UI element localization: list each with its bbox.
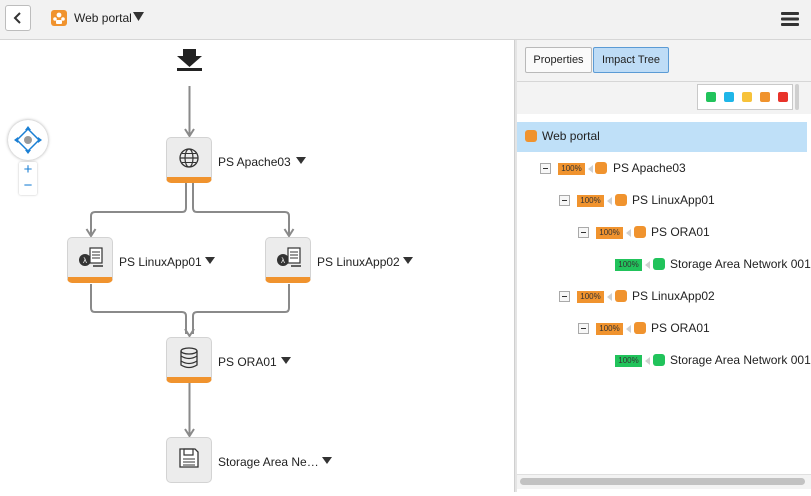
collapse-toggle[interactable] bbox=[578, 227, 589, 238]
panel-tabs: Properties Impact Tree bbox=[517, 40, 811, 82]
collapse-toggle[interactable] bbox=[559, 291, 570, 302]
tree-root-label: Web portal bbox=[542, 129, 600, 143]
zoom-out-button[interactable]: − bbox=[23, 177, 33, 194]
status-green-icon bbox=[653, 258, 665, 270]
tab-impact-tree[interactable]: Impact Tree bbox=[593, 47, 669, 73]
tree-row-label: Storage Area Network 001 bbox=[670, 257, 811, 271]
tree-row-label: PS ORA01 bbox=[651, 225, 710, 239]
status-orange-icon bbox=[615, 194, 627, 206]
node-menu-caret-icon[interactable] bbox=[322, 457, 332, 464]
tree-row[interactable]: 100% PS LinuxApp01 bbox=[517, 186, 811, 216]
tree-root-row[interactable]: Web portal bbox=[517, 122, 807, 152]
pan-arrows-icon[interactable] bbox=[8, 120, 48, 160]
node-ps-linuxapp01[interactable]: λ bbox=[67, 237, 113, 283]
service-title[interactable]: Web portal bbox=[74, 11, 132, 25]
status-orange-icon bbox=[595, 162, 607, 174]
tab-properties[interactable]: Properties bbox=[525, 47, 592, 73]
node-menu-caret-icon[interactable] bbox=[403, 257, 413, 264]
tree-row-label: Storage Area Network 001 bbox=[670, 353, 811, 367]
tree-row[interactable]: 100% PS ORA01 bbox=[517, 218, 811, 248]
impact-arrow-icon bbox=[645, 261, 650, 269]
impact-percent-badge: 100% bbox=[615, 355, 642, 367]
impact-percent-badge: 100% bbox=[615, 259, 642, 271]
details-panel: Properties Impact Tree Web portal 100% P… bbox=[517, 40, 811, 492]
scrollbar-thumb[interactable] bbox=[520, 478, 805, 485]
tree-row[interactable]: 100% Storage Area Network 001 bbox=[517, 250, 811, 280]
impact-percent-badge: 100% bbox=[596, 323, 623, 335]
status-orange-icon bbox=[525, 130, 537, 142]
node-ps-ora01[interactable] bbox=[166, 337, 212, 383]
hamburger-menu-icon[interactable] bbox=[781, 11, 799, 27]
storage-icon bbox=[179, 448, 199, 468]
node-label-linuxapp01[interactable]: PS LinuxApp01 bbox=[119, 255, 202, 269]
pane-splitter[interactable] bbox=[514, 40, 517, 492]
status-orange-icon bbox=[634, 226, 646, 238]
title-dropdown-caret-icon[interactable] bbox=[133, 12, 144, 21]
chevron-left-icon bbox=[13, 12, 21, 24]
linux-server-icon: λ bbox=[277, 247, 301, 267]
status-yellow-filter[interactable] bbox=[742, 92, 752, 102]
status-orange-icon bbox=[634, 322, 646, 334]
impact-arrow-icon bbox=[607, 197, 612, 205]
filter-scrollbar[interactable] bbox=[795, 84, 799, 110]
service-diagram[interactable]: + − PS Apache03 λ PS LinuxApp01 bbox=[0, 40, 514, 492]
service-icon bbox=[51, 10, 67, 26]
status-green-filter[interactable] bbox=[706, 92, 716, 102]
impact-arrow-icon bbox=[626, 229, 631, 237]
impact-percent-badge: 100% bbox=[577, 195, 604, 207]
status-filter-bar bbox=[517, 82, 811, 114]
tree-row-label: PS LinuxApp01 bbox=[632, 193, 715, 207]
node-label-ora01[interactable]: PS ORA01 bbox=[218, 355, 277, 369]
status-green-icon bbox=[653, 354, 665, 366]
zoom-in-button[interactable]: + bbox=[23, 161, 33, 178]
collapse-toggle[interactable] bbox=[540, 163, 551, 174]
status-red-filter[interactable] bbox=[778, 92, 788, 102]
impact-arrow-icon bbox=[645, 357, 650, 365]
linux-server-icon: λ bbox=[79, 247, 103, 267]
node-ps-linuxapp02[interactable]: λ bbox=[265, 237, 311, 283]
status-orange-icon bbox=[615, 290, 627, 302]
zoom-control: + − bbox=[8, 120, 48, 195]
svg-text:λ: λ bbox=[83, 257, 87, 265]
tree-row[interactable]: 100% PS LinuxApp02 bbox=[517, 282, 811, 312]
tree-row[interactable]: 100% PS ORA01 bbox=[517, 314, 811, 344]
status-filter[interactable] bbox=[697, 84, 793, 110]
entry-arrow-icon bbox=[177, 49, 202, 71]
pan-control[interactable] bbox=[8, 120, 48, 160]
tree-row[interactable]: 100% PS Apache03 bbox=[517, 154, 811, 184]
zoom-buttons: + − bbox=[19, 162, 37, 195]
horizontal-scrollbar[interactable] bbox=[517, 474, 811, 489]
status-cyan-filter[interactable] bbox=[724, 92, 734, 102]
diagram-connectors bbox=[85, 49, 295, 438]
impact-arrow-icon bbox=[588, 165, 593, 173]
globe-icon bbox=[179, 148, 199, 168]
impact-arrow-icon bbox=[626, 325, 631, 333]
impact-arrow-icon bbox=[607, 293, 612, 301]
impact-percent-badge: 100% bbox=[558, 163, 585, 175]
back-button[interactable] bbox=[5, 5, 31, 31]
top-bar: Web portal bbox=[0, 0, 811, 40]
node-label-linuxapp02[interactable]: PS LinuxApp02 bbox=[317, 255, 400, 269]
collapse-toggle[interactable] bbox=[559, 195, 570, 206]
node-storage-area-network[interactable] bbox=[166, 437, 212, 483]
tree-row-label: PS LinuxApp02 bbox=[632, 289, 715, 303]
svg-text:λ: λ bbox=[281, 257, 285, 265]
node-ps-apache03[interactable] bbox=[166, 137, 212, 183]
impact-percent-badge: 100% bbox=[596, 227, 623, 239]
node-menu-caret-icon[interactable] bbox=[281, 357, 291, 364]
impact-percent-badge: 100% bbox=[577, 291, 604, 303]
collapse-toggle[interactable] bbox=[578, 323, 589, 334]
node-label-apache[interactable]: PS Apache03 bbox=[218, 155, 291, 169]
tree-row-label: PS Apache03 bbox=[613, 161, 686, 175]
node-menu-caret-icon[interactable] bbox=[205, 257, 215, 264]
tree-row-label: PS ORA01 bbox=[651, 321, 710, 335]
database-icon bbox=[180, 347, 198, 369]
node-menu-caret-icon[interactable] bbox=[296, 157, 306, 164]
tree-row[interactable]: 100% Storage Area Network 001 bbox=[517, 346, 811, 376]
node-label-san[interactable]: Storage Area Ne… bbox=[218, 455, 319, 469]
status-orange-filter[interactable] bbox=[760, 92, 770, 102]
